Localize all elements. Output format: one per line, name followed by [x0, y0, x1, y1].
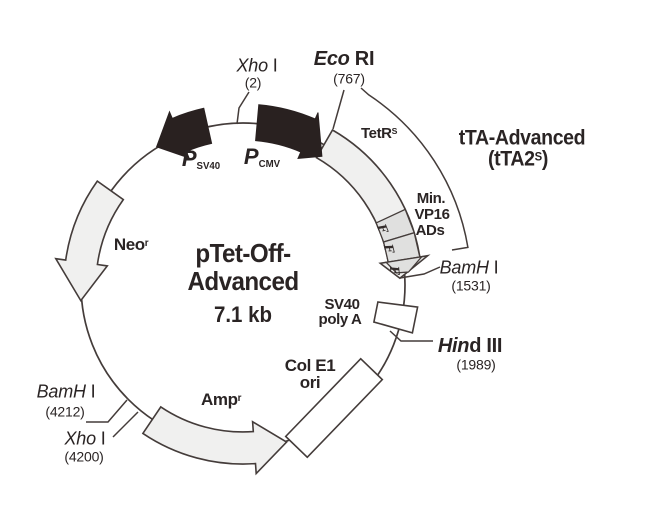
vp16-f-label-3: F [387, 264, 403, 276]
bamhi-1531-site-position: (1531) [451, 277, 491, 294]
bamhi-1531-site-label: BamH I [439, 257, 499, 278]
bamhi-1531-tick-line [399, 266, 441, 279]
min-vp16-line3: ADs [415, 221, 445, 239]
neo-gene-label: Neor [113, 234, 149, 254]
sv40-polya-box [372, 301, 419, 334]
plasmid-title-line2: Advanced [187, 265, 299, 296]
tta-region-bracket [360, 87, 469, 251]
amp-gene-label: Ampr [200, 389, 242, 409]
psv40-promoter-label: PSV40 [181, 146, 221, 173]
hindiii-site-label: Hind III [437, 335, 503, 358]
xho1-site-position: (2) [244, 74, 262, 91]
bamhi-4212-site-position: (4212) [45, 403, 85, 420]
sv40-polya-line2: poly A [318, 310, 362, 328]
bamhi-4212-tick-line [86, 399, 128, 423]
col-e1-line1: Col E1 [284, 355, 336, 375]
pcmv-promoter-label: PCMV [243, 144, 281, 171]
pcmv-promoter-arrow [255, 104, 323, 159]
psv40-promoter-arrow [155, 107, 213, 159]
tta2s-label: (tTA2S) [488, 147, 548, 171]
xho-4200-tick-line [112, 411, 139, 438]
vp16-f-box-3 [384, 255, 424, 274]
tetr-label: TetRS [360, 124, 398, 142]
ecori-tick-line [332, 89, 345, 130]
tta-advanced-label: tTA-Advanced [458, 126, 586, 150]
col-e1-line2: ori [299, 372, 321, 392]
col-e1-ori-box [284, 357, 384, 459]
xho-4200-site-label: Xho I [64, 428, 106, 449]
hindiii-tick-line [389, 330, 433, 342]
xho1-site-label: Xho I [236, 55, 278, 76]
bamhi-4212-site-label: BamH I [36, 381, 96, 402]
ecori-site-position: (767) [333, 70, 365, 87]
hindiii-site-position: (1989) [456, 356, 496, 373]
neo-gene-arrow [54, 179, 125, 303]
xho1-tick-line [236, 91, 250, 125]
plasmid-title-line1: pTet-Off- [195, 237, 291, 268]
xho-4200-site-position: (4200) [64, 448, 104, 465]
min-vp16-line1: Min. [416, 189, 446, 207]
amp-gene-arrow [141, 405, 288, 476]
ecori-site-label: Eco RI [313, 48, 375, 71]
min-vp16-line2: VP16 [414, 205, 450, 223]
plasmid-size-label: 7.1 kb [213, 302, 273, 328]
sv40-polya-line1: SV40 [324, 295, 360, 313]
